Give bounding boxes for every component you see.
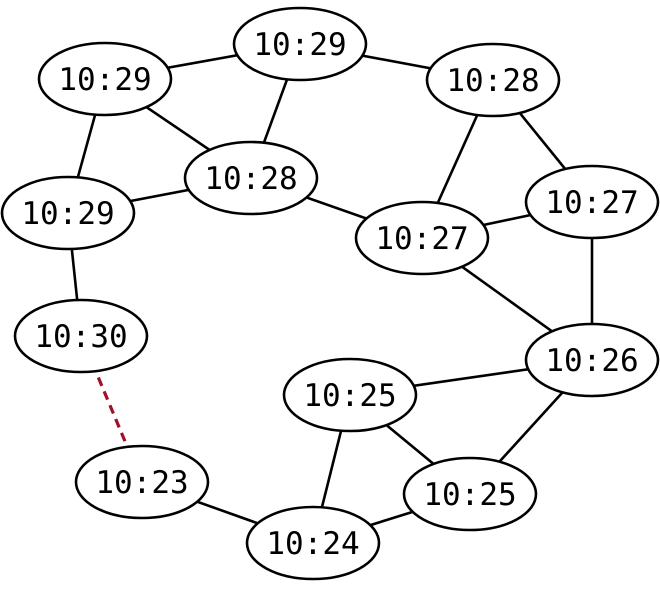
node-ellipse xyxy=(74,444,210,520)
node-ellipse xyxy=(402,456,538,532)
node-ellipse xyxy=(524,164,660,240)
node-ellipse xyxy=(245,505,381,581)
graph-node: 10:27 xyxy=(524,164,660,240)
node-ellipse xyxy=(183,140,319,216)
graph-node: 10:28 xyxy=(183,140,319,216)
node-label: 10:29 xyxy=(21,196,114,232)
node-label: 10:28 xyxy=(204,161,297,197)
node-label: 10:28 xyxy=(446,63,539,99)
node-ellipse xyxy=(425,42,561,118)
node-label: 10:29 xyxy=(253,27,346,63)
graph-node: 10:27 xyxy=(354,200,490,276)
node-label: 10:29 xyxy=(58,62,151,98)
node-ellipse xyxy=(354,200,490,276)
node-label: 10:25 xyxy=(423,477,516,513)
graph-node: 10:29 xyxy=(0,175,136,251)
graph-node: 10:25 xyxy=(282,357,418,433)
node-label: 10:25 xyxy=(303,378,396,414)
node-label: 10:24 xyxy=(266,526,359,562)
graph-node: 10:26 xyxy=(524,322,660,398)
graph-nodes: 10:29 10:29 10:28 10:29 10:28 10:27 10:27 10:30… xyxy=(0,6,660,581)
node-ellipse xyxy=(0,175,136,251)
graph-node: 10:29 xyxy=(232,6,368,82)
graph-node: 10:28 xyxy=(425,42,561,118)
node-ellipse xyxy=(13,298,149,374)
node-ellipse xyxy=(232,6,368,82)
graph-node: 10:29 xyxy=(37,41,173,117)
graph-node: 10:23 xyxy=(74,444,210,520)
node-label: 10:27 xyxy=(545,185,638,221)
node-label: 10:26 xyxy=(545,343,638,379)
node-ellipse xyxy=(524,322,660,398)
graph-node: 10:25 xyxy=(402,456,538,532)
graph-node: 10:30 xyxy=(13,298,149,374)
node-label: 10:23 xyxy=(95,465,188,501)
node-ellipse xyxy=(282,357,418,433)
node-ellipse xyxy=(37,41,173,117)
graph-edge-dashed xyxy=(79,335,144,483)
node-label: 10:30 xyxy=(34,319,127,355)
graph-node: 10:24 xyxy=(245,505,381,581)
node-label: 10:27 xyxy=(375,221,468,257)
